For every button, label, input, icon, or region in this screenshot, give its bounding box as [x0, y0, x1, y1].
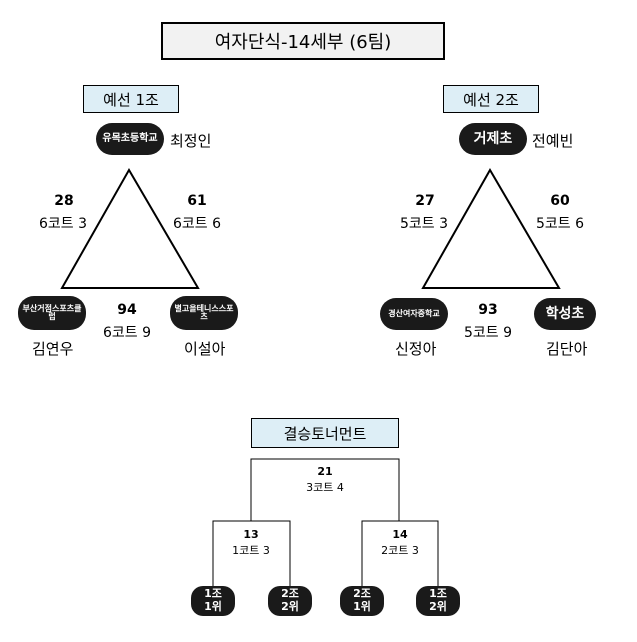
group1-match1-court: 6코트 3	[38, 216, 88, 232]
group2-match1-court: 5코트 3	[399, 216, 449, 232]
group2-player2-team: 경산여자중학교	[380, 298, 448, 330]
group1-match1-number: 28	[54, 193, 74, 209]
group1-label: 예선 1조	[83, 85, 179, 113]
seed-group2-second: 2조 2위	[268, 586, 312, 616]
seed-rank-label: 1위	[204, 600, 222, 613]
group2-player3-team: 학성초	[534, 298, 596, 330]
seed-group-label: 2조	[353, 587, 371, 601]
group2-player3-name: 김단아	[546, 340, 588, 358]
group2-label: 예선 2조	[443, 85, 539, 113]
final-match-number: 21	[317, 465, 333, 478]
group1-match2-court: 6코트 6	[172, 216, 222, 232]
group1-player3-name: 이설아	[184, 340, 226, 358]
group1-triangle	[60, 167, 200, 289]
semi2-court: 2코트 3	[381, 544, 419, 557]
group2-match2-court: 5코트 6	[535, 216, 585, 232]
seed-group1-second: 1조 2위	[416, 586, 460, 616]
group1-player1-team: 유목초등학교	[96, 123, 164, 155]
group1-player1-name: 최정인	[170, 132, 212, 150]
group1-match3-court: 6코트 9	[102, 325, 152, 341]
semi1-number: 13	[243, 528, 259, 541]
group1-match3-number: 94	[117, 302, 137, 318]
seed-group-label: 1조	[204, 587, 222, 601]
seed-rank-label: 2위	[429, 600, 447, 613]
group2-player1-team: 거제초	[459, 123, 527, 155]
group2-match1-number: 27	[415, 193, 435, 209]
seed-group-label: 1조	[429, 587, 447, 601]
group1-player3-team: 별고을테니스스포츠	[170, 296, 238, 330]
seed-group1-first: 1조 1위	[191, 586, 235, 616]
seed-rank-label: 1위	[353, 600, 371, 613]
seed-group2-first: 2조 1위	[340, 586, 384, 616]
group2-player2-name: 신정아	[395, 340, 437, 358]
page-title: 여자단식-14세부 (6팀)	[161, 22, 445, 60]
group2-match2-number: 60	[550, 193, 570, 209]
group2-match3-court: 5코트 9	[463, 325, 513, 341]
group1-player2-team: 부산거점스포츠클럽	[18, 296, 86, 330]
bracket-lines	[212, 458, 439, 586]
group1-match2-number: 61	[187, 193, 207, 209]
seed-rank-label: 2위	[281, 600, 299, 613]
group2-triangle	[421, 167, 561, 289]
semi1-court: 1코트 3	[232, 544, 270, 557]
seed-group-label: 2조	[281, 587, 299, 601]
group1-player2-name: 김연우	[32, 340, 74, 358]
group2-player1-name: 전예빈	[532, 132, 574, 150]
final-match-court: 3코트 4	[306, 481, 344, 494]
semi2-number: 14	[392, 528, 408, 541]
final-tournament-label: 결승토너먼트	[251, 418, 399, 448]
group2-match3-number: 93	[478, 302, 498, 318]
